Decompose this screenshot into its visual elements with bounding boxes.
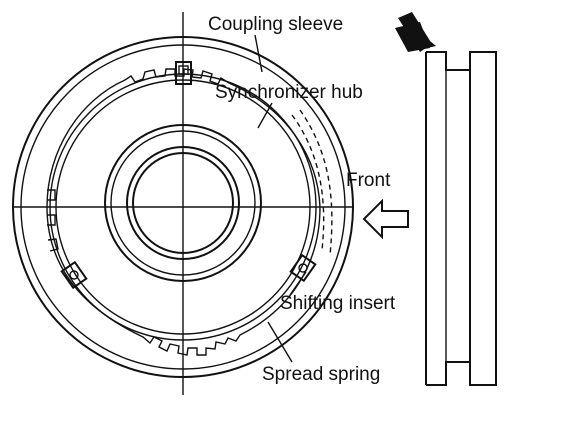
- label-coupling-sleeve: Coupling sleeve: [208, 14, 343, 35]
- label-spread-spring: Spread spring: [262, 364, 380, 385]
- arrow-head-solid: [395, 22, 430, 52]
- leader-coupling-sleeve: [254, 34, 263, 73]
- coupling-sleeve-outer-ring: [12, 36, 354, 378]
- leader-spread-spring: [267, 321, 293, 363]
- spline-teeth-ring: [46, 68, 321, 356]
- bore-outer: [126, 146, 240, 260]
- leader-synchronizer-hub: [257, 102, 273, 129]
- hub-boss-inner: [110, 130, 256, 276]
- coupling-sleeve-inner-ring: [20, 44, 346, 370]
- label-shifting-insert: Shifting insert: [280, 293, 396, 314]
- leader-shifting-insert: [289, 271, 307, 296]
- shifting-insert-right: [289, 253, 317, 283]
- shifting-insert-top: [175, 61, 192, 85]
- hub-boss-outer: [104, 124, 262, 282]
- label-synchronizer-hub: Synchronizer hub: [215, 82, 363, 103]
- synchronizer-hub-inner-ring: [55, 79, 311, 335]
- shifting-insert-left: [60, 260, 88, 290]
- side-profile: [425, 51, 497, 386]
- arrow-left-outline-icon: [362, 198, 409, 240]
- label-front: Front: [346, 170, 391, 191]
- bore-inner: [132, 152, 234, 254]
- spread-spring-dashed: [291, 114, 325, 251]
